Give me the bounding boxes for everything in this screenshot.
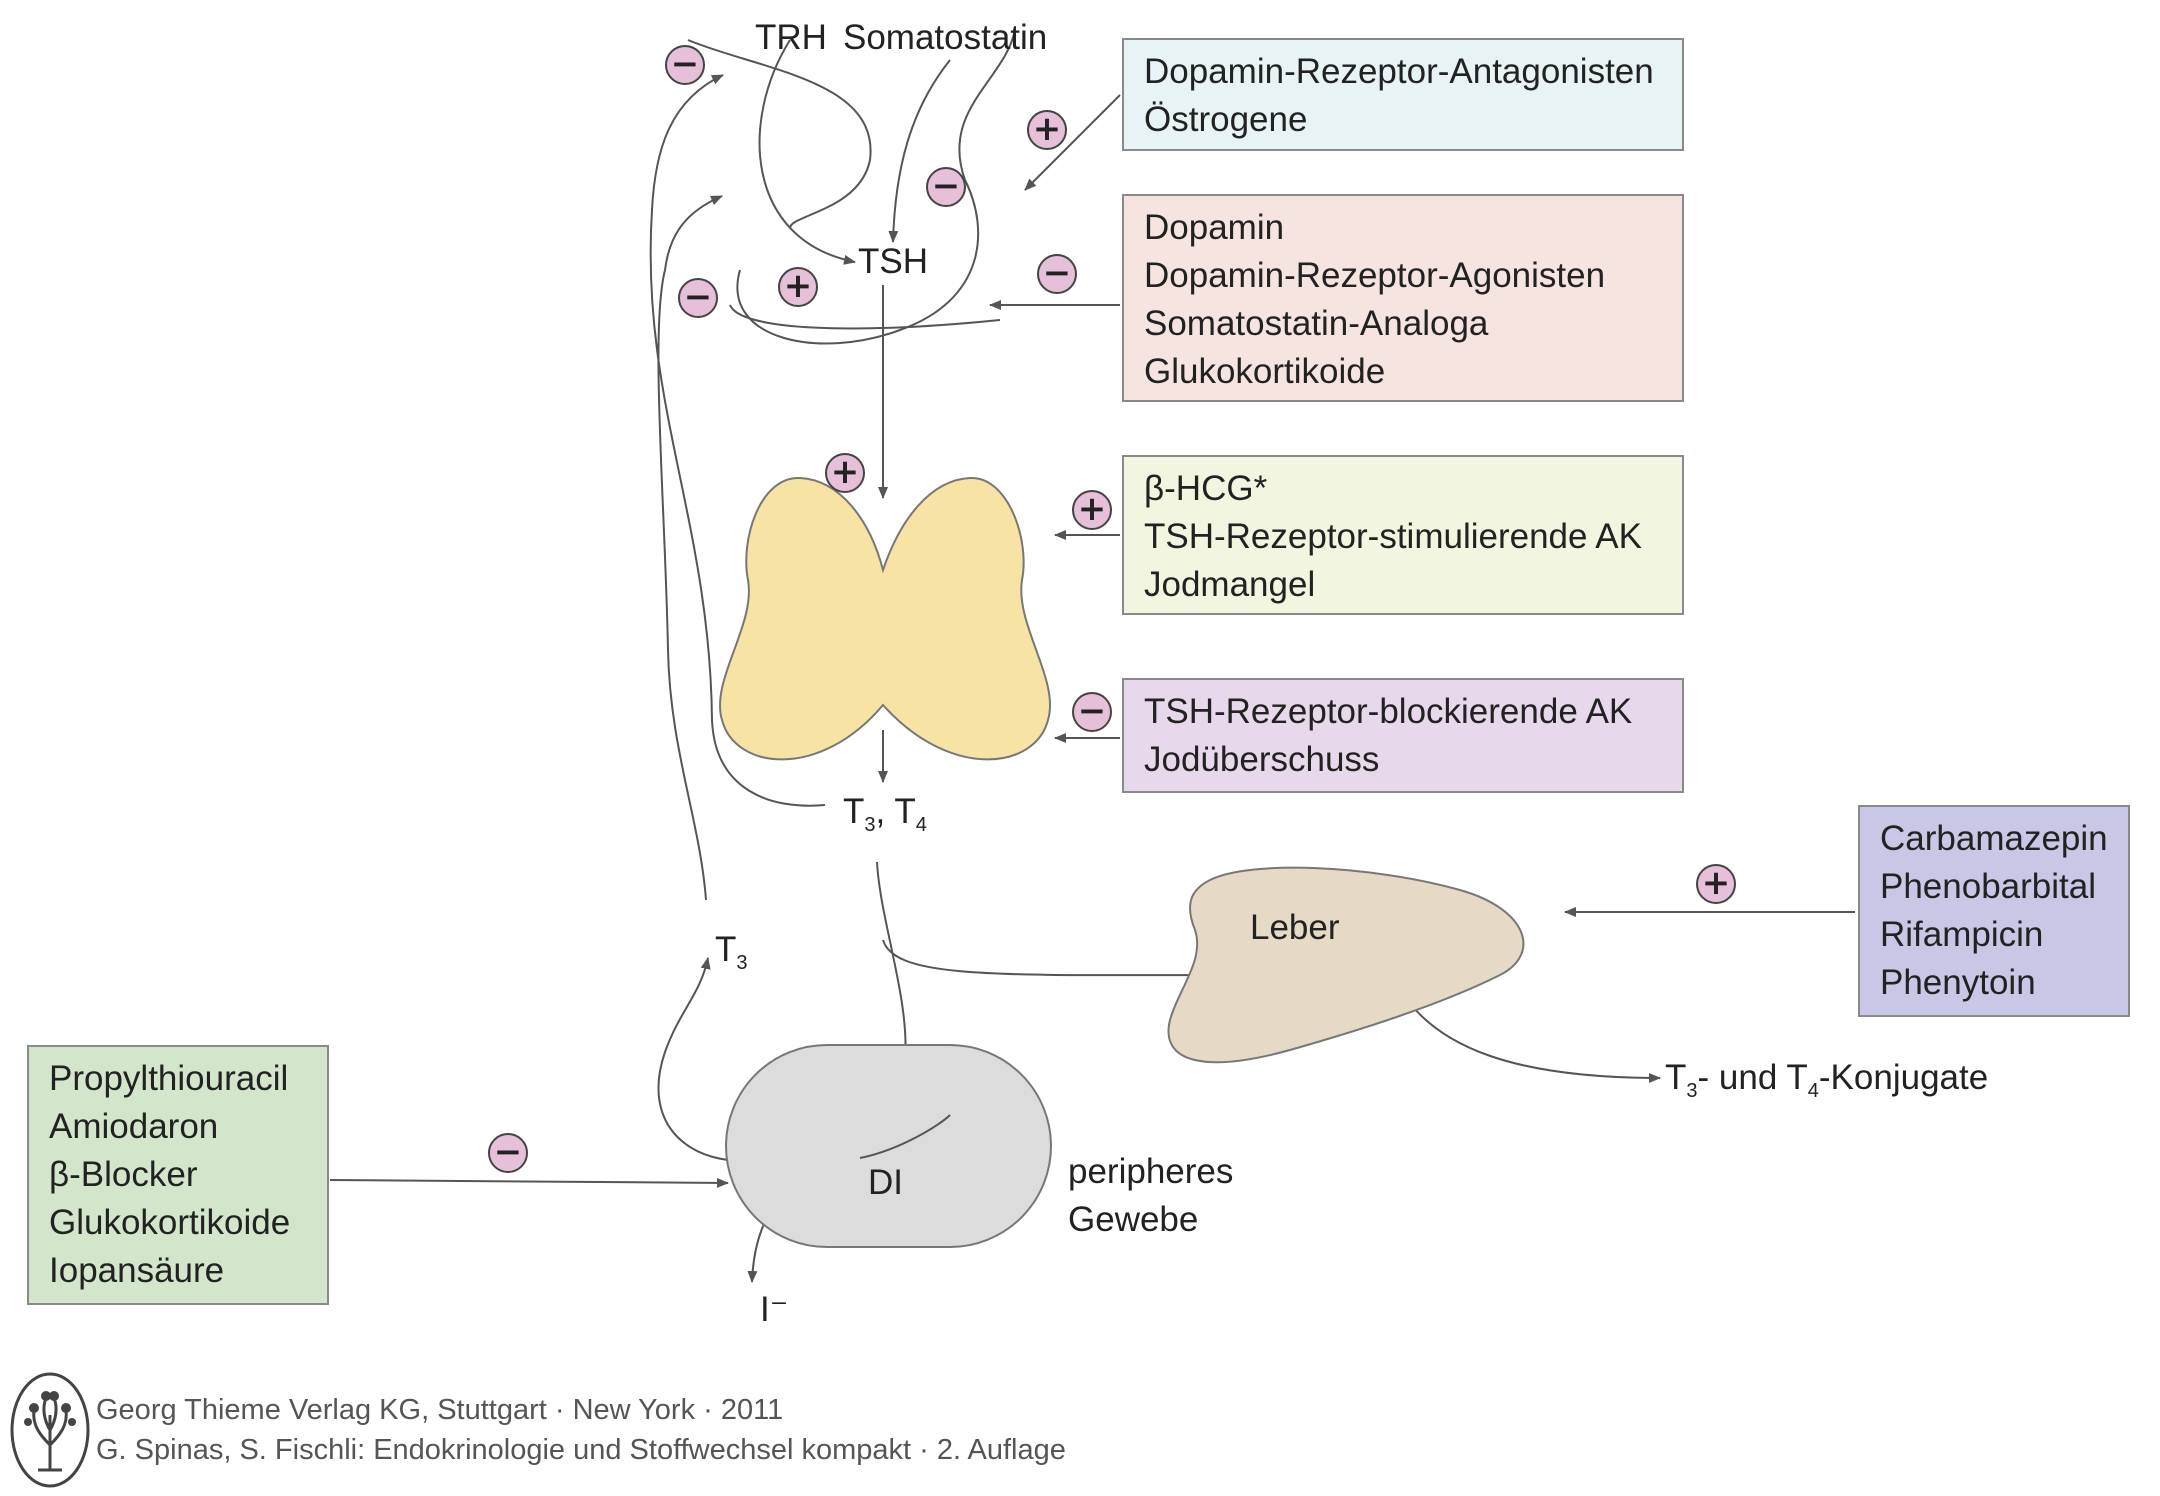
antagonists-item: Östrogene	[1144, 100, 1308, 139]
t3-feedback-to-tsh	[657, 195, 723, 901]
inhibitors-item: Glukokortikoide	[49, 1203, 291, 1242]
conjugates-label: T3- und T4-Konjugate	[1665, 1058, 1989, 1101]
conj-mid-text: - und T	[1697, 1058, 1808, 1097]
inhibitors-item: β-Blocker	[49, 1155, 198, 1194]
inhibitor-arrow	[329, 1177, 729, 1188]
somatostatin-label: Somatostatin	[843, 18, 1048, 57]
pituitary-outline	[736, 29, 1016, 345]
antagonists-item: Dopamin-Rezeptor-Antagonisten	[1144, 52, 1654, 91]
liver	[1167, 866, 1525, 1064]
plus-badge-inducers: +	[1696, 864, 1736, 904]
t3-t4-separator: , T	[875, 792, 916, 831]
di-connector-line	[859, 1114, 951, 1159]
inhibitors-item: Iopansäure	[49, 1251, 225, 1290]
publisher-logo-icon	[10, 1372, 90, 1488]
blocking-item: TSH-Rezeptor-blockierende AK	[1144, 692, 1633, 731]
liver-label: Leber	[1250, 908, 1340, 947]
inhibitors-item: Propylthiouracil	[49, 1059, 289, 1098]
t3t4-feedback-to-trh	[649, 74, 826, 807]
inducers-item: Carbamazepin	[1880, 819, 2108, 858]
inducers-item: Rifampicin	[1880, 915, 2044, 954]
dopamine-item: Somatostatin-Analoga	[1144, 304, 1489, 343]
footer-book: G. Spinas, S. Fischli: Endokrinologie un…	[96, 1434, 1066, 1466]
conj-sub4: 4	[1807, 1080, 1819, 1102]
inducers-item: Phenytoin	[1880, 963, 2036, 1002]
minus-badge-t3-feedback: −	[678, 278, 718, 318]
t3-peripheral-subscript: 3	[736, 952, 748, 974]
t3-subscript: 3	[864, 814, 876, 836]
t3-t4-label: T3, T4	[843, 792, 927, 835]
minus-badge-inhibitors: −	[488, 1133, 528, 1173]
pituitary-inner-line	[729, 304, 1001, 330]
stimulating-box: β-HCG* TSH-Rezeptor-stimulierende AK Jodma…	[1122, 455, 1684, 615]
conj-t3-text: T	[1665, 1058, 1687, 1097]
blocking-item: Jodüberschuss	[1144, 740, 1380, 779]
somatostatin-to-tsh-arrow	[888, 59, 951, 243]
footer-credits: Georg Thieme Verlag KG, Stuttgart · New …	[96, 1390, 1066, 1470]
iodide-label: I⁻	[760, 1290, 789, 1329]
stimulating-item: β-HCG*	[1144, 469, 1268, 508]
minus-badge-dopamine: −	[1037, 254, 1077, 294]
estrogen-arrow	[1024, 94, 1121, 191]
plus-badge-trh: +	[778, 267, 818, 307]
footer-publisher: Georg Thieme Verlag KG, Stuttgart · New …	[96, 1394, 784, 1426]
minus-badge-trh: −	[665, 45, 705, 85]
dopamine-item: Glukokortikoide	[1144, 352, 1386, 391]
minus-badge-blocking: −	[1072, 692, 1112, 732]
tissue-label-line2: Gewebe	[1068, 1200, 1199, 1239]
dopamine-item: Dopamin-Rezeptor-Agonisten	[1144, 256, 1606, 295]
tsh-label: TSH	[858, 242, 928, 281]
t3-peripheral-text: T	[715, 930, 737, 969]
t3-peripheral-label: T3	[715, 930, 748, 973]
hypothalamus-outline	[687, 39, 872, 229]
conj-end-text: -Konjugate	[1818, 1058, 1989, 1097]
tissue-label-line1: peripheres	[1068, 1152, 1234, 1191]
t3-t4-text: T	[843, 792, 865, 831]
stimulating-item: Jodmangel	[1144, 565, 1316, 604]
plus-badge-stimulating: +	[1072, 490, 1112, 530]
t4-subscript: 4	[915, 814, 927, 836]
thyroid-gland	[719, 476, 1051, 761]
t3t4-to-liver	[882, 939, 1251, 981]
blocking-box: TSH-Rezeptor-blockierende AK Jodüberschus…	[1122, 678, 1684, 793]
deiodinase-tissue	[725, 1044, 1052, 1248]
stimulating-item: TSH-Rezeptor-stimulierende AK	[1144, 517, 1642, 556]
plus-badge-tsh: +	[825, 453, 865, 493]
trh-to-tsh-arrow	[758, 39, 856, 265]
dopamine-item: Dopamin	[1144, 208, 1285, 247]
inhibitors-item: Amiodaron	[49, 1107, 219, 1146]
conj-sub3: 3	[1686, 1080, 1698, 1102]
plus-badge-estrogen: +	[1027, 110, 1067, 150]
trh-label: TRH	[755, 18, 827, 57]
minus-badge-somatostatin: −	[926, 167, 966, 207]
inducers-item: Phenobarbital	[1880, 867, 2096, 906]
di-label: DI	[868, 1163, 903, 1202]
